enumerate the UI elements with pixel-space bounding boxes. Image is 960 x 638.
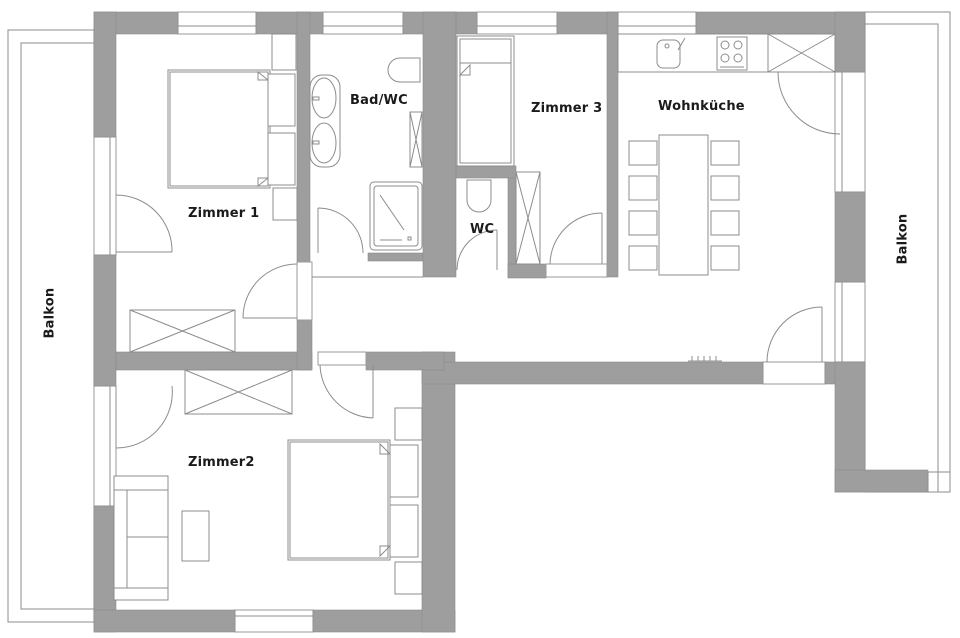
pillow: [267, 132, 296, 186]
nightstand: [394, 407, 423, 441]
room-label-balkon-right: Balkon: [895, 213, 911, 265]
dining-table: [658, 134, 709, 276]
cooktop: [716, 36, 748, 71]
room-label-zimmer2: Zimmer2: [188, 455, 255, 470]
zimmer2-furniture: [113, 351, 423, 601]
coffee-table: [181, 510, 210, 562]
sofa: [113, 475, 169, 601]
pillow: [389, 504, 419, 558]
sink: [656, 39, 681, 69]
double-bed: [167, 69, 271, 189]
toilet: [387, 57, 421, 83]
nightstand: [272, 187, 298, 221]
room-label-bad-wc: Bad/WC: [350, 93, 408, 108]
pillow: [389, 444, 419, 498]
room-label-zimmer1: Zimmer 1: [188, 206, 260, 221]
bathroom-fixtures: [309, 57, 423, 254]
single-bed: [456, 35, 515, 167]
room-label-balkon-left: Balkon: [42, 287, 58, 339]
room-label-zimmer3: Zimmer 3: [531, 101, 603, 116]
zimmer3-furniture: [456, 35, 608, 278]
wc-fixtures: [456, 179, 498, 271]
kitchen-furniture: [312, 33, 841, 363]
nightstand: [394, 561, 423, 595]
room-label-wohnkueche: Wohnküche: [658, 99, 745, 114]
zimmer1-furniture: [115, 33, 313, 353]
room-label-wc: WC: [470, 222, 495, 237]
double-bed: [287, 439, 391, 561]
nightstand: [271, 33, 297, 71]
dining-chairs: [628, 140, 740, 271]
double-vanity: [309, 74, 341, 168]
toilet: [466, 179, 492, 213]
pillow: [267, 73, 296, 127]
walls: [93, 11, 929, 633]
